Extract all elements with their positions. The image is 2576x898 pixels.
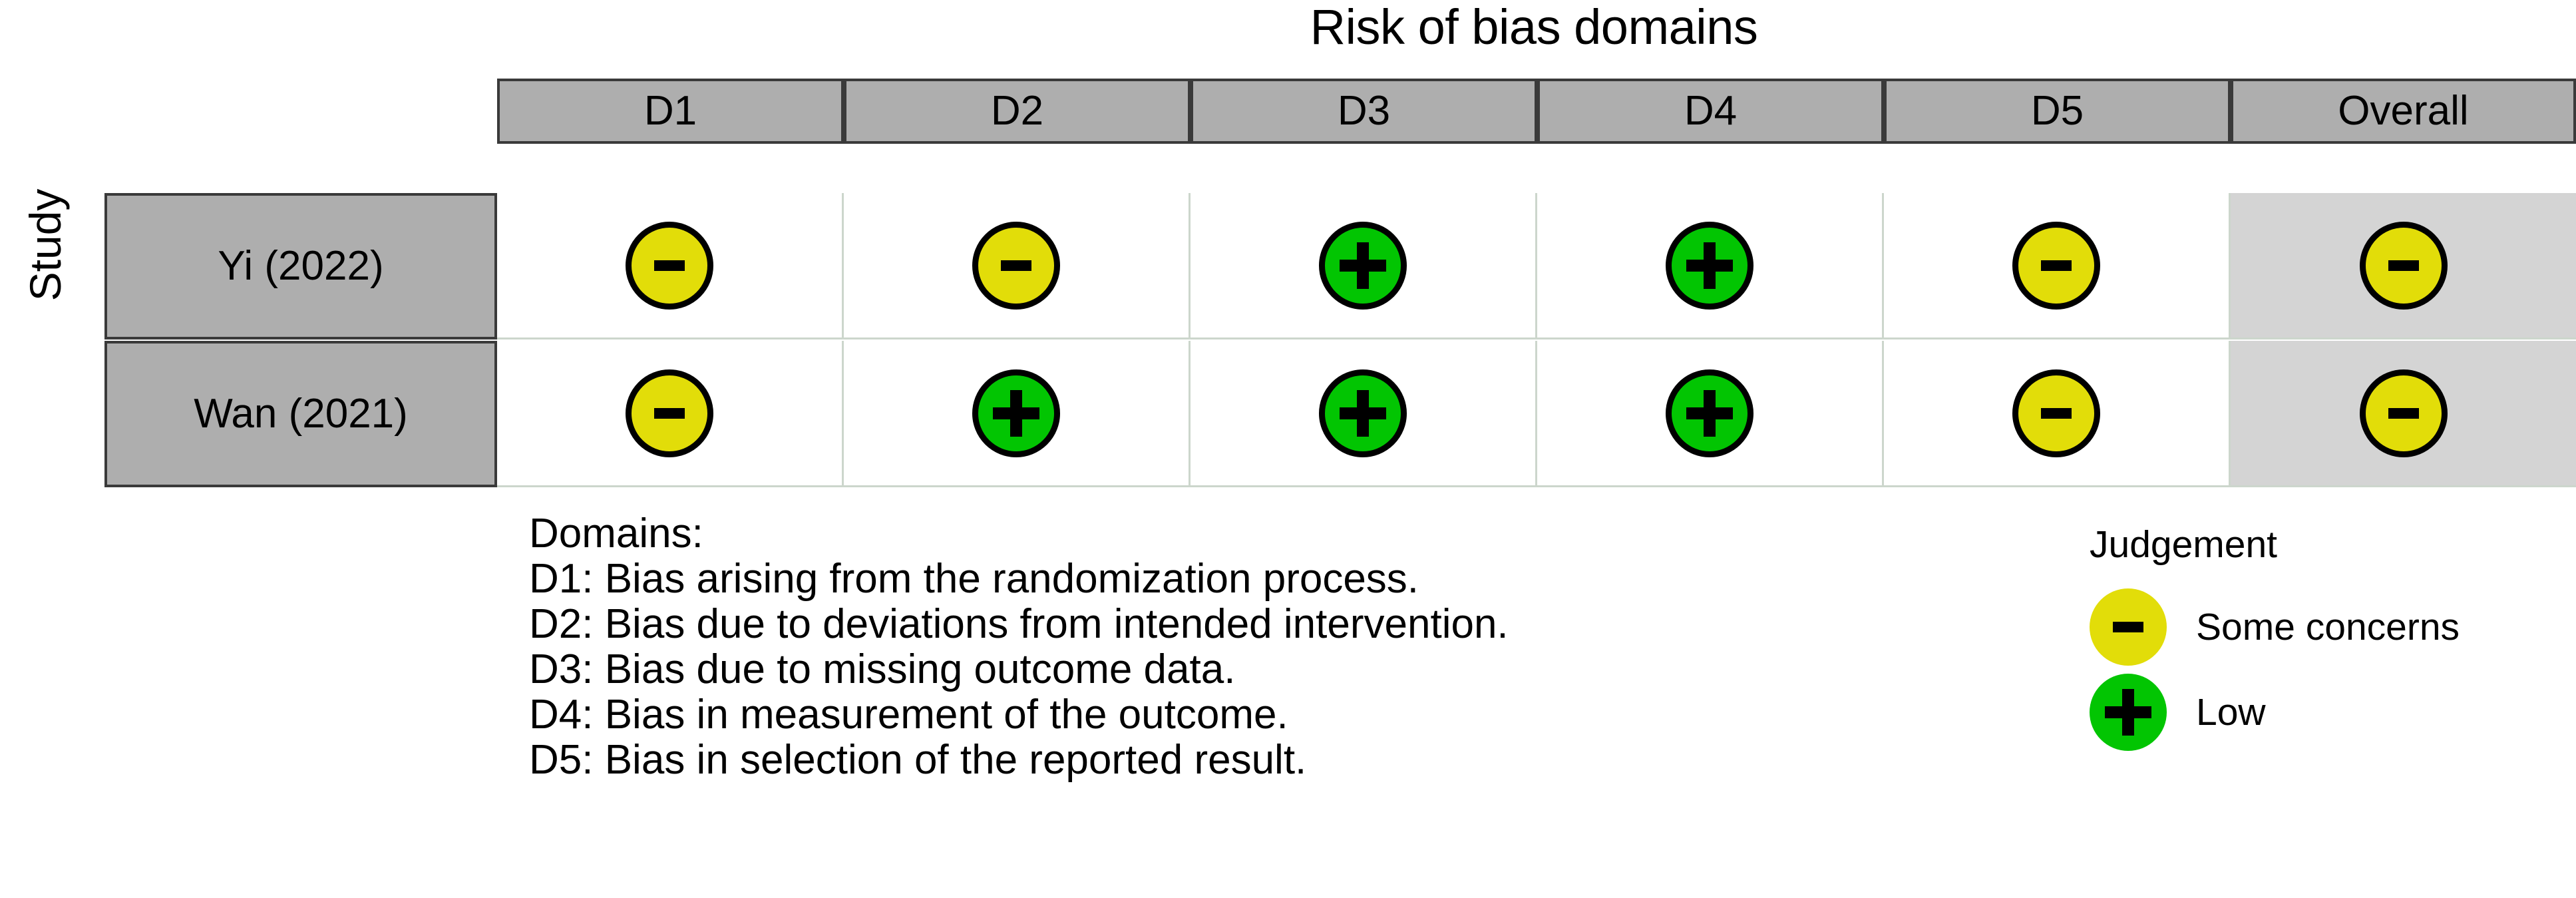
judgement-icon-some-concerns — [626, 221, 713, 310]
domain-key-line-d4: D4: Bias in measurement of the outcome. — [529, 692, 1288, 738]
table-cell-study1-d1[interactable] — [497, 341, 844, 487]
risk-of-bias-grid: D1 D2 D3 D4 D5 Overall Yi (2022) Wan (20… — [104, 79, 2576, 487]
column-header-d5: D5 — [1884, 79, 2231, 144]
domain-key-line-d2: D2: Bias due to deviations from intended… — [529, 601, 1509, 647]
table-cell-study0-overall[interactable] — [2231, 193, 2576, 339]
column-header-d3: D3 — [1191, 79, 1537, 144]
legend-label-some-concerns: Some concerns — [2196, 605, 2460, 648]
judgement-icon-some-concerns — [2359, 221, 2448, 310]
judgement-icon-low — [2090, 674, 2167, 751]
table-cell-study0-d1[interactable] — [497, 193, 844, 339]
row-header-study-0: Yi (2022) — [104, 193, 497, 339]
table-cell-study0-d3[interactable] — [1191, 193, 1537, 339]
row-header-study-1: Wan (2021) — [104, 341, 497, 487]
judgement-icon-some-concerns — [2359, 369, 2448, 457]
column-header-d1: D1 — [497, 79, 844, 144]
judgement-icon-low — [1319, 369, 1407, 457]
legend-item-low: Low — [2090, 673, 2576, 752]
column-header-overall: Overall — [2231, 79, 2576, 144]
domain-key-heading: Domains: — [529, 511, 703, 557]
domain-key-line-d3: D3: Bias due to missing outcome data. — [529, 646, 1236, 692]
legend-label-low: Low — [2196, 690, 2266, 734]
judgement-legend: Judgement Some concerns Low — [2090, 526, 2576, 758]
domain-key-line-d1: D1: Bias arising from the randomization … — [529, 556, 1419, 602]
judgement-icon-some-concerns — [2012, 369, 2100, 457]
judgement-icon-low — [972, 369, 1060, 457]
judgement-icon-some-concerns — [972, 221, 1060, 310]
table-cell-study0-d2[interactable] — [844, 193, 1191, 339]
table-cell-study1-d2[interactable] — [844, 341, 1191, 487]
table-cell-study0-d4[interactable] — [1537, 193, 1884, 339]
judgement-icon-low — [1319, 221, 1407, 310]
table-cell-study0-d5[interactable] — [1884, 193, 2231, 339]
judgement-icon-low — [1666, 369, 1753, 457]
table-cell-study1-d4[interactable] — [1537, 341, 1884, 487]
domain-key-line-d5: D5: Bias in selection of the reported re… — [529, 737, 1307, 783]
legend-title: Judgement — [2090, 523, 2278, 566]
judgement-icon-low — [1666, 221, 1753, 310]
judgement-icon-some-concerns — [2090, 588, 2167, 666]
table-cell-study1-overall[interactable] — [2231, 341, 2576, 487]
table-cell-study1-d5[interactable] — [1884, 341, 2231, 487]
judgement-icon-some-concerns — [626, 369, 713, 457]
page-title: Risk of bias domains — [1310, 0, 1758, 55]
judgement-icon-some-concerns — [2012, 221, 2100, 310]
column-header-d2: D2 — [844, 79, 1191, 144]
legend-item-some-concerns: Some concerns — [2090, 588, 2576, 666]
table-cell-study1-d3[interactable] — [1191, 341, 1537, 487]
domain-key: Domains: D1: Bias arising from the rando… — [529, 511, 1509, 783]
column-header-d4: D4 — [1537, 79, 1884, 144]
